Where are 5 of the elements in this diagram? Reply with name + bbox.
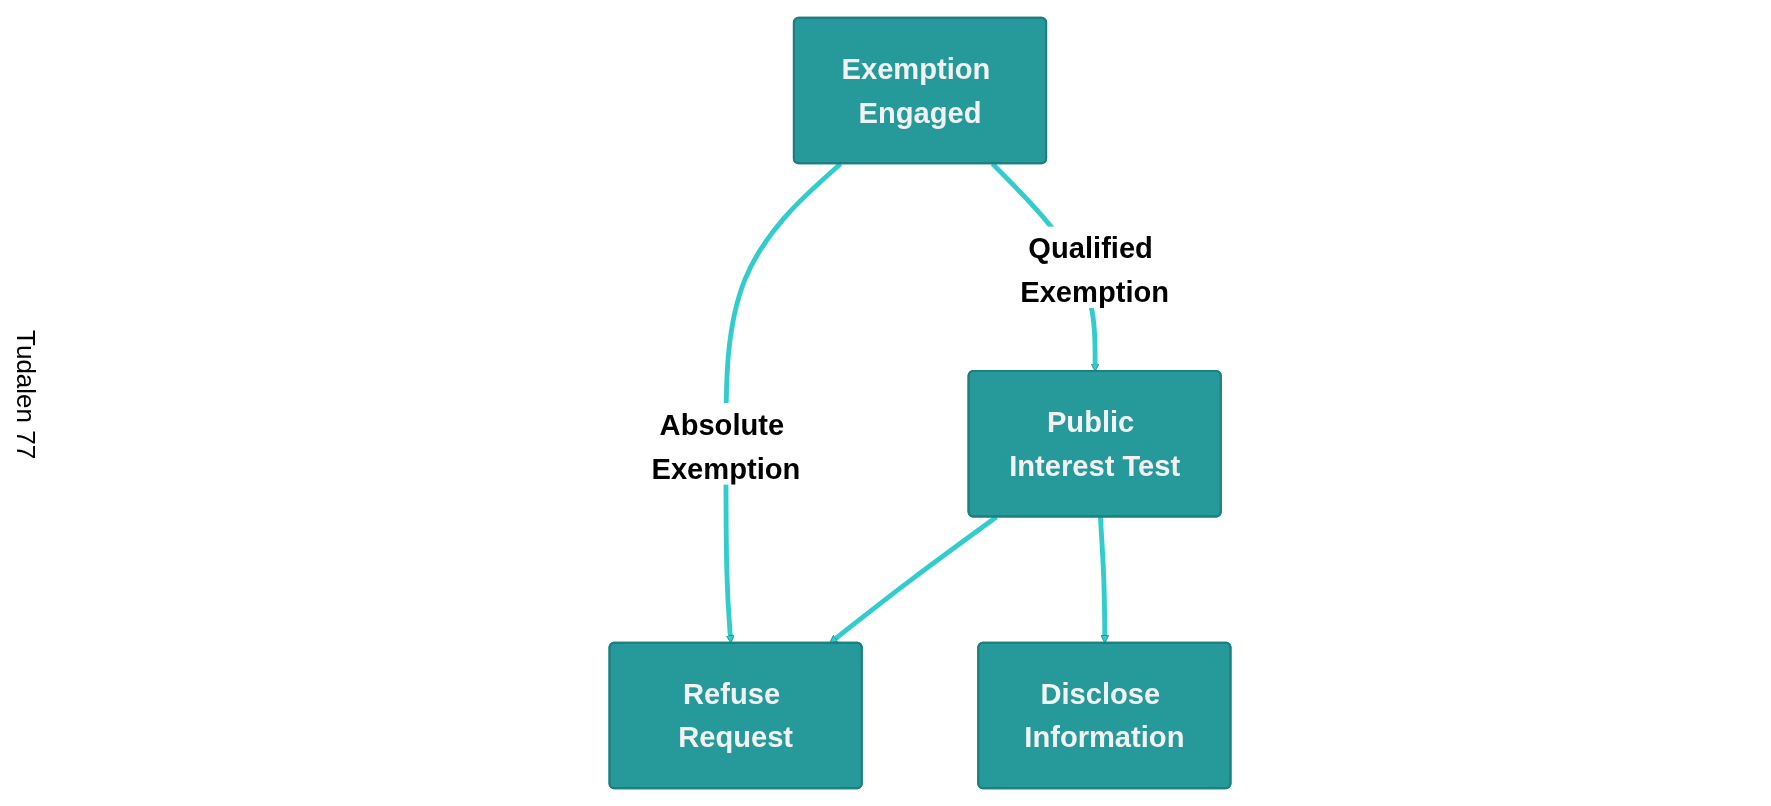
arrow: [1097, 516, 1110, 644]
edge-label: Qualified Exemption: [1020, 232, 1170, 308]
edge-label: Absolute Exemption: [651, 408, 801, 485]
page-number: Tudalen 77: [11, 330, 41, 460]
arrow: [829, 515, 998, 644]
